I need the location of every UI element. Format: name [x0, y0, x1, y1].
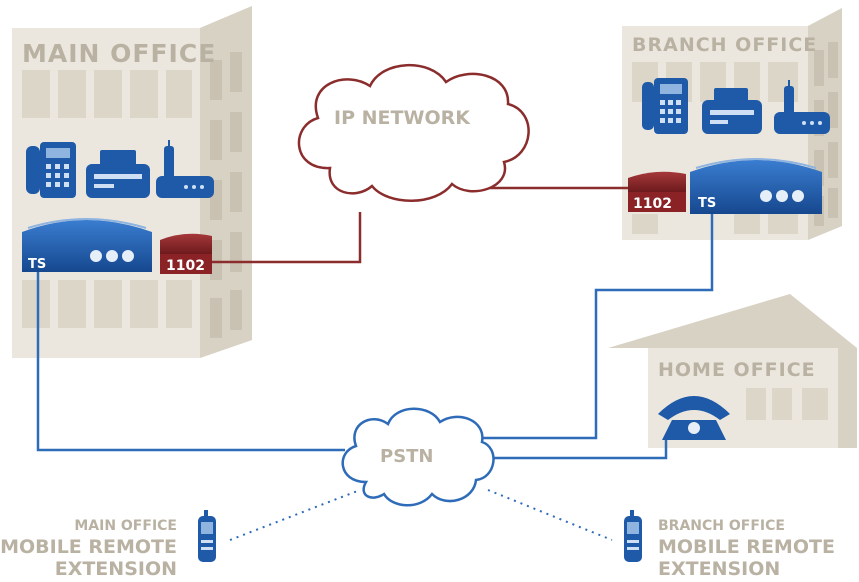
desk-phone-icon: [642, 78, 688, 134]
branch-pstn-link: [476, 210, 714, 440]
branch-mobile-line1: BRANCH OFFICE: [658, 518, 785, 534]
ip-network-cloud: IP NETWORK: [297, 63, 530, 202]
ip-network-label: IP NETWORK: [334, 107, 471, 129]
cordless-phone-icon: [774, 80, 830, 134]
pstn-cloud-shape: [341, 407, 495, 507]
gateway-icon: 1102: [628, 171, 686, 212]
home-office-building: HOME OFFICE: [608, 294, 857, 448]
server-icon: TS: [690, 158, 822, 214]
fax-icon: [86, 150, 150, 198]
cordless-phone-icon: [156, 140, 214, 198]
main-mobile-line1: MAIN OFFICE: [74, 518, 177, 534]
branch-mobile-line2: MOBILE REMOTE: [658, 536, 835, 558]
pstn-links: [36, 210, 714, 460]
home-office-label: HOME OFFICE: [658, 359, 816, 381]
gateway-icon: 1102: [160, 233, 212, 274]
branch-office-label: BRANCH OFFICE: [632, 34, 817, 56]
branch-ts-label: TS: [698, 196, 716, 211]
main-office-label: MAIN OFFICE: [22, 39, 216, 68]
branch-mobile-extension-label: BRANCH OFFICE MOBILE REMOTE EXTENSION: [658, 518, 835, 580]
home-phone-icon: [658, 396, 730, 440]
mobile-phone-icon: [198, 510, 216, 562]
server-icon: TS: [22, 218, 152, 272]
main-gateway-label: 1102: [166, 258, 205, 274]
mobile-phone-icon: [624, 510, 642, 562]
ip-links: [210, 186, 630, 264]
main-mobile-link: [229, 489, 361, 541]
mobile-links: [229, 489, 613, 541]
branch-gateway-label: 1102: [633, 196, 672, 212]
main-mobile-line2: MOBILE REMOTE: [0, 536, 177, 558]
pstn-label: PSTN: [380, 446, 434, 467]
main-pstn-link: [36, 272, 345, 452]
branch-mobile-line3: EXTENSION: [658, 558, 780, 580]
main-mobile-line3: EXTENSION: [55, 558, 177, 580]
desk-phone-icon: [26, 142, 76, 198]
pstn-cloud: PSTN: [341, 407, 495, 507]
main-mobile-extension-label: MAIN OFFICE MOBILE REMOTE EXTENSION: [0, 518, 177, 580]
fax-icon: [702, 88, 762, 134]
ip-cloud-shape: [297, 63, 530, 202]
main-ts-label: TS: [28, 257, 46, 272]
branch-mobile-link: [487, 489, 613, 541]
home-pstn-link: [488, 440, 668, 460]
main-ip-link: [210, 212, 362, 264]
